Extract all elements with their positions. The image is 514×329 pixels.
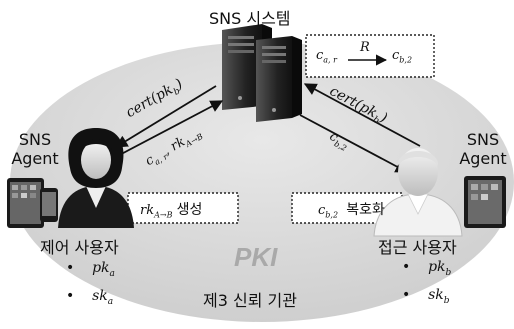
left-agent-label: SNS Agent	[10, 130, 60, 168]
pk-var: pk	[428, 259, 446, 275]
sk-sub: b	[443, 295, 450, 306]
left-box-content: rkA→B 생성	[140, 199, 202, 220]
bullet: •	[402, 259, 411, 275]
right-box-c-sub: b,2	[325, 210, 339, 220]
left-box-rk-sub: A→B	[154, 210, 173, 220]
top-box-right-term: cb,2	[392, 48, 412, 65]
tablet-icon	[7, 178, 44, 228]
right-box-content: cb,2 복호화	[318, 199, 385, 220]
top-reencrypt-box	[305, 34, 435, 78]
access-user-key-sk: • skb	[402, 284, 451, 312]
left-box-rk: rk	[140, 203, 155, 218]
arrow-to-server-from-control	[109, 100, 224, 161]
pki-caption: 제3 신뢰 기관	[203, 291, 297, 310]
top-box-left-term: ca, r	[316, 48, 337, 65]
top-box-left-var: c	[316, 48, 324, 63]
control-user-keys: • pka • ska	[66, 257, 115, 313]
left-agent-line2: Agent	[11, 149, 59, 168]
arrow-to-server-from-access	[303, 83, 421, 147]
sk-var: sk	[428, 286, 444, 303]
top-box-right-sub: b,2	[399, 55, 413, 65]
sk-var: sk	[92, 287, 108, 304]
server-icon	[222, 24, 302, 122]
control-user-key-pk: • pka	[66, 257, 115, 285]
right-agent-label: SNS Agent	[456, 130, 510, 168]
right-box-c: c	[318, 203, 326, 218]
access-user-keys: • pkb • skb	[402, 256, 451, 312]
left-agent-line1: SNS	[18, 130, 52, 149]
pk-var: pk	[92, 260, 110, 276]
pk-sub: a	[109, 268, 115, 279]
bullet: •	[402, 286, 411, 303]
bullet: •	[66, 287, 75, 304]
arrow-to-access-user	[299, 114, 409, 173]
top-box-arrow-label: R	[360, 40, 370, 55]
sk-sub: a	[107, 296, 114, 307]
left-box-label: 생성	[176, 202, 203, 218]
access-user-key-pk: • pkb	[402, 256, 451, 284]
right-agent-line1: SNS	[466, 130, 500, 149]
access-user-title: 접근 사용자	[378, 238, 457, 257]
arrow-to-control-user	[114, 85, 217, 148]
system-title: SNS 시스템	[209, 9, 291, 28]
pki-domain-ellipse	[10, 42, 514, 322]
top-box-left-sub: a, r	[323, 55, 337, 65]
pki-label: PKI	[234, 242, 278, 272]
male-user-icon	[373, 148, 463, 237]
control-user-title: 제어 사용자	[40, 238, 119, 257]
female-user-icon	[58, 128, 134, 228]
right-agent-line2: Agent	[459, 149, 507, 168]
top-box-right-var: c	[392, 48, 400, 63]
pk-sub: b	[445, 267, 452, 278]
phone-icon	[40, 188, 58, 222]
control-user-key-sk: • ska	[66, 285, 115, 313]
bullet: •	[66, 260, 75, 276]
tablet-icon	[464, 176, 506, 228]
right-box-label: 복호화	[346, 202, 385, 218]
